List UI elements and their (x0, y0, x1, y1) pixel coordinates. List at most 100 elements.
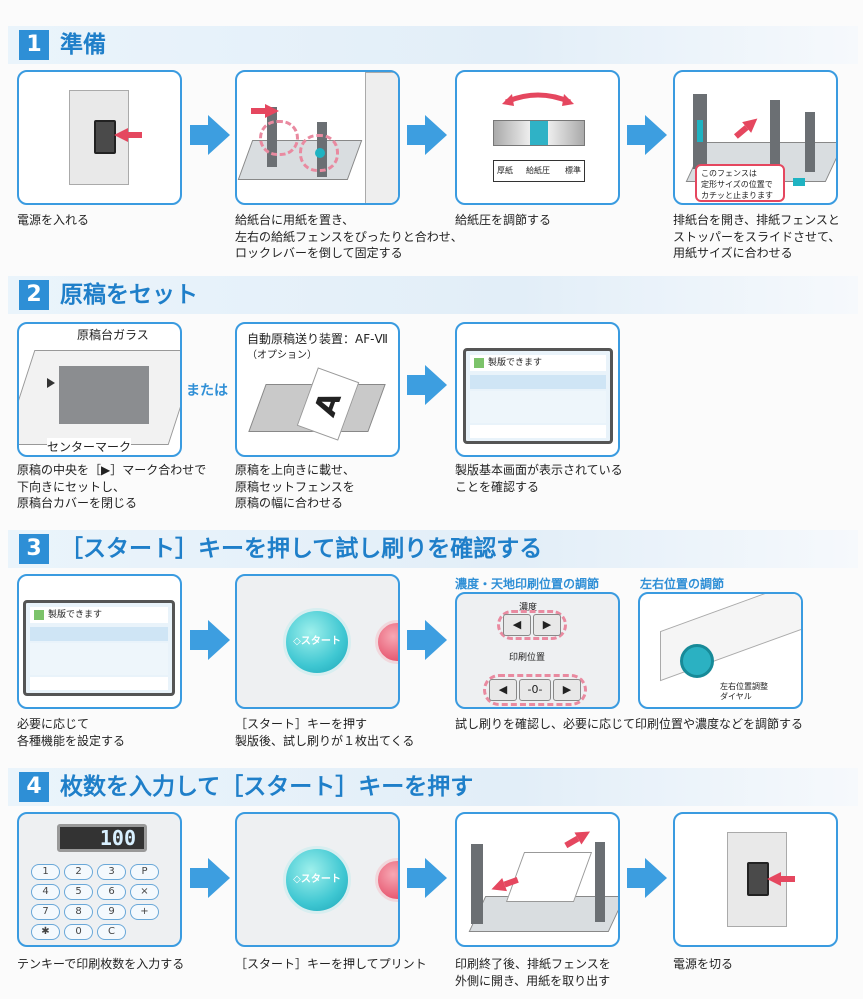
caption: 試し刷りを確認し、必要に応じて印刷位置や濃度などを調節する (455, 717, 804, 731)
pressure-scale: 厚紙 給紙圧 標準 (493, 160, 585, 182)
screen-panel: 製版できます (455, 322, 620, 457)
caption: 給紙台に用紙を置き、 左右の給紙フェンスをぴったりと合わせ、 ロックレバーを倒し… (235, 213, 463, 260)
key-star[interactable]: ✱ (31, 924, 60, 940)
key-5[interactable]: 5 (64, 884, 93, 900)
density-right-button[interactable]: ▶ (533, 614, 561, 636)
key-multiply[interactable]: × (130, 884, 159, 900)
section-number: 2 (19, 280, 49, 310)
pressure-label-right: 標準 (565, 166, 581, 175)
screen-title: 製版できます (30, 607, 168, 623)
paper-stack (505, 852, 593, 902)
keypad-panel: 100 1 2 3 P 4 5 6 × 7 8 9 + ✱ 0 C (17, 812, 182, 947)
glass-label: 原稿台ガラス (77, 326, 149, 343)
section-title: 原稿をセット (60, 282, 198, 308)
stop-button[interactable] (375, 620, 398, 664)
lr-dial-icon[interactable] (680, 644, 714, 678)
key-plus[interactable]: + (130, 904, 159, 920)
step-arrow-icon (190, 620, 230, 660)
section-title: 準備 (60, 32, 106, 58)
lr-panel: 左右位置調整 ダイヤル (638, 592, 803, 709)
density-adjust-label: 濃度・天地印刷位置の調節 (455, 577, 600, 591)
red-arrow-icon (251, 104, 279, 118)
highlight-circle (483, 674, 587, 706)
pressure-label-center: 給紙圧 (526, 166, 550, 175)
key-8[interactable]: 8 (64, 904, 93, 920)
start-key-panel: ◇スタート (235, 574, 400, 709)
screen-title: 製版できます (470, 355, 606, 371)
screen-tabs (470, 375, 606, 389)
key-4[interactable]: 4 (31, 884, 60, 900)
section-title: ［スタート］キーを押して試し刷りを確認する (60, 536, 543, 562)
stopper (770, 100, 780, 165)
fence-handle (697, 120, 703, 142)
key-9[interactable]: 9 (97, 904, 126, 920)
density-left-button[interactable]: ◀ (503, 614, 531, 636)
center-mark-icon (47, 378, 55, 388)
key-clear[interactable]: C (97, 924, 126, 940)
key-p[interactable]: P (130, 864, 159, 880)
position-up-button[interactable]: ▶ (553, 679, 581, 701)
adf-option: （オプション） (247, 350, 317, 361)
key-1[interactable]: 1 (31, 864, 60, 880)
caption: ［スタート］キーを押す 製版後、試し刷りが１枚出てくる (235, 717, 415, 748)
panel-display: 製版できます (23, 600, 175, 696)
print-position-word: 印刷位置 (509, 653, 546, 663)
red-arrow-icon (489, 878, 507, 896)
red-arrow-icon (767, 872, 781, 886)
fence-note: このフェンスは 定形サイズの位置で カチッと止まります (695, 164, 785, 202)
caption: 電源を切る (673, 957, 734, 971)
right-fence (595, 842, 605, 922)
section-2-header: 2 原稿をセット (8, 276, 858, 314)
key-6[interactable]: 6 (97, 884, 126, 900)
density-panel: 濃度 ◀ ▶ 印刷位置 ◀ -0- ▶ (455, 592, 620, 709)
power-switch-icon (94, 120, 116, 154)
position-down-button[interactable]: ◀ (489, 679, 517, 701)
step-arrow-icon (190, 858, 230, 898)
lr-adjust-label: 左右位置の調節 (640, 577, 725, 591)
dial-label: 左右位置調整 ダイヤル (720, 682, 768, 701)
caption: 印刷終了後、排紙フェンスを 外側に開き、用紙を取り出す (455, 957, 611, 988)
screen-body (30, 643, 168, 675)
or-label: または (186, 383, 228, 399)
feed-tray-panel (235, 70, 400, 205)
section-number: 3 (19, 534, 49, 564)
stop-button[interactable] (375, 858, 398, 902)
caption: 排紙台を開き、排紙フェンスと ストッパーをスライドさせて、 用紙サイズに合わせる (673, 213, 841, 260)
output-tray-panel: このフェンスは 定形サイズの位置で カチッと止まります (673, 70, 838, 205)
highlight-circle (299, 134, 339, 172)
step-arrow-icon (407, 620, 447, 660)
red-arrow-icon (574, 825, 594, 845)
key-2[interactable]: 2 (64, 864, 93, 880)
red-arrow-icon (742, 113, 762, 133)
double-arrow-icon (502, 88, 574, 108)
pressure-label-left: 厚紙 (497, 166, 513, 175)
caption: ［スタート］キーを押してプリント (235, 957, 427, 971)
key-0[interactable]: 0 (64, 924, 93, 940)
key-3[interactable]: 3 (97, 864, 126, 880)
left-fence (471, 844, 483, 924)
caption: 給紙圧を調節する (455, 213, 552, 227)
screen-body (470, 391, 606, 423)
start-button[interactable]: ◇スタート (283, 846, 351, 914)
screen-footer (470, 425, 606, 438)
section-number: 1 (19, 30, 49, 60)
section-title: 枚数を入力して［スタート］キーを押す (60, 774, 474, 800)
caption: 製版基本画面が表示されている ことを確認する (455, 463, 623, 494)
step-arrow-icon (190, 115, 230, 155)
caption: 必要に応じて 各種機能を設定する (17, 717, 126, 748)
power-switch-icon (747, 862, 769, 896)
screen-footer (30, 677, 168, 690)
glass-panel: 原稿台ガラス センターマーク (17, 322, 182, 457)
section-3-header: 3 ［スタート］キーを押して試し刷りを確認する (8, 530, 858, 568)
start-button[interactable]: ◇スタート (283, 608, 351, 676)
lock-lever-icon (315, 148, 325, 158)
caption: テンキーで印刷枚数を入力する (17, 957, 185, 971)
pressure-dial (493, 120, 585, 146)
position-reset-button[interactable]: -0- (519, 679, 551, 701)
step-arrow-icon (407, 365, 447, 405)
adf-panel: 自動原稿送り装置：AF-Ⅶ （オプション） A (235, 322, 400, 457)
key-7[interactable]: 7 (31, 904, 60, 920)
power-off-panel (673, 812, 838, 947)
right-fence (805, 112, 815, 172)
count-display: 100 (57, 824, 147, 852)
